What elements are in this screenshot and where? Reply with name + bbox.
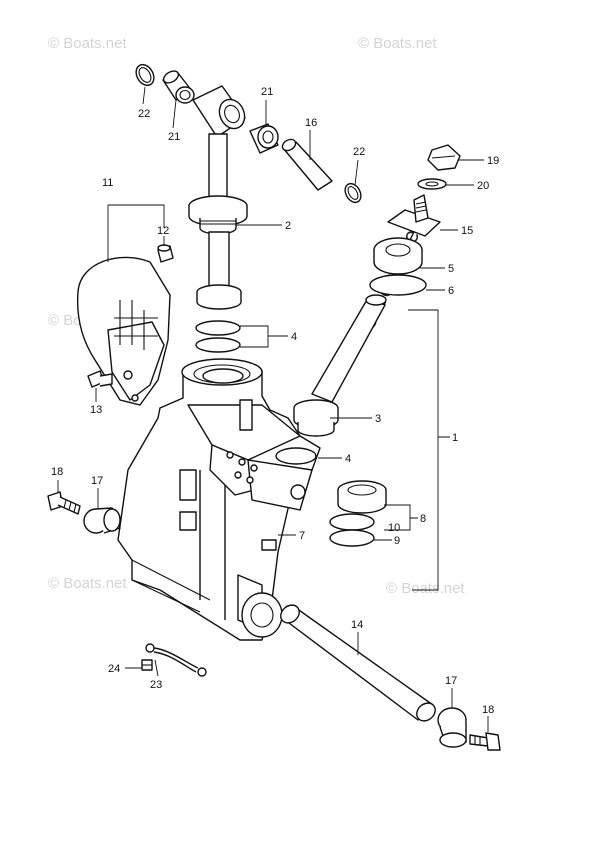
part-6-o-ring (369, 274, 427, 296)
watermark-top-left: © Boats.net (48, 35, 127, 52)
callout-11: 11 (102, 177, 113, 189)
callout-20: 20 (477, 180, 489, 192)
callout-15: 15 (461, 225, 473, 237)
part-17-bushing-right (437, 707, 467, 748)
callout-4-lower: 4 (345, 453, 351, 465)
leader-lines (57, 86, 489, 732)
part-4-o-ring-lower (275, 447, 317, 465)
callout-17-left: 17 (91, 475, 103, 487)
callout-labels: 22 21 21 16 22 2 4 3 4 8 10 9 7 1 5 6 15… (51, 86, 499, 716)
callout-5: 5 (448, 263, 454, 275)
callout-22-left: 22 (138, 108, 150, 120)
part-19-nut (427, 144, 461, 171)
part-2-trim-rod (188, 85, 248, 310)
callout-7: 7 (299, 530, 305, 542)
callout-2: 2 (285, 220, 291, 232)
part-8-seal-kit (337, 480, 387, 514)
callout-17-right: 17 (445, 675, 457, 687)
callout-24: 24 (108, 663, 120, 675)
part-11-cover-plate (76, 256, 171, 406)
callout-13: 13 (90, 404, 102, 416)
part-24-screw (141, 659, 153, 671)
part-18-bolt-left (47, 491, 81, 515)
part-22-snap-ring-left (135, 63, 155, 87)
part-12-plug (157, 244, 174, 263)
callout-9: 9 (394, 535, 400, 547)
part-3-piston-rod (293, 294, 387, 437)
part-21-bushing-right (249, 123, 279, 154)
part-22-snap-ring-right (344, 182, 362, 204)
part-5-cylinder-cap (373, 237, 423, 275)
watermark-top-right: © Boats.net (358, 35, 437, 52)
watermark-bottom-left: © Boats.net (48, 575, 127, 592)
callout-21-left: 21 (168, 131, 180, 143)
part-21-bushing-left (162, 70, 195, 104)
callout-10: 10 (388, 522, 400, 534)
part-17-bushing-left (83, 507, 121, 534)
callout-18-left: 18 (51, 466, 63, 478)
part-7-cylinder-housing (117, 358, 321, 641)
callout-16: 16 (305, 117, 317, 129)
callout-22-right: 22 (353, 146, 365, 158)
callout-19: 19 (487, 155, 499, 167)
part-23-ground-lead (145, 643, 207, 677)
callout-23: 23 (150, 679, 162, 691)
callout-12: 12 (157, 225, 169, 237)
callout-14: 14 (351, 619, 363, 631)
part-15-valve (387, 194, 441, 237)
part-14-lower-pin (280, 604, 436, 722)
callout-21-right: 21 (261, 86, 273, 98)
callout-1: 1 (452, 432, 458, 444)
part-18-bolt-right (469, 732, 501, 751)
part-16-pin (281, 138, 333, 191)
part-10-o-ring (329, 513, 375, 531)
callout-18-right: 18 (482, 704, 494, 716)
part-20-washer (417, 178, 447, 190)
part-4-o-rings-upper (195, 320, 241, 353)
part-13-bolt (87, 370, 113, 388)
watermark-bottom-right: © Boats.net (386, 580, 465, 597)
callout-3: 3 (375, 413, 381, 425)
callout-6: 6 (448, 285, 454, 297)
callout-8: 8 (420, 513, 426, 525)
callout-4-upper: 4 (291, 331, 297, 343)
part-9-o-ring (329, 529, 375, 547)
